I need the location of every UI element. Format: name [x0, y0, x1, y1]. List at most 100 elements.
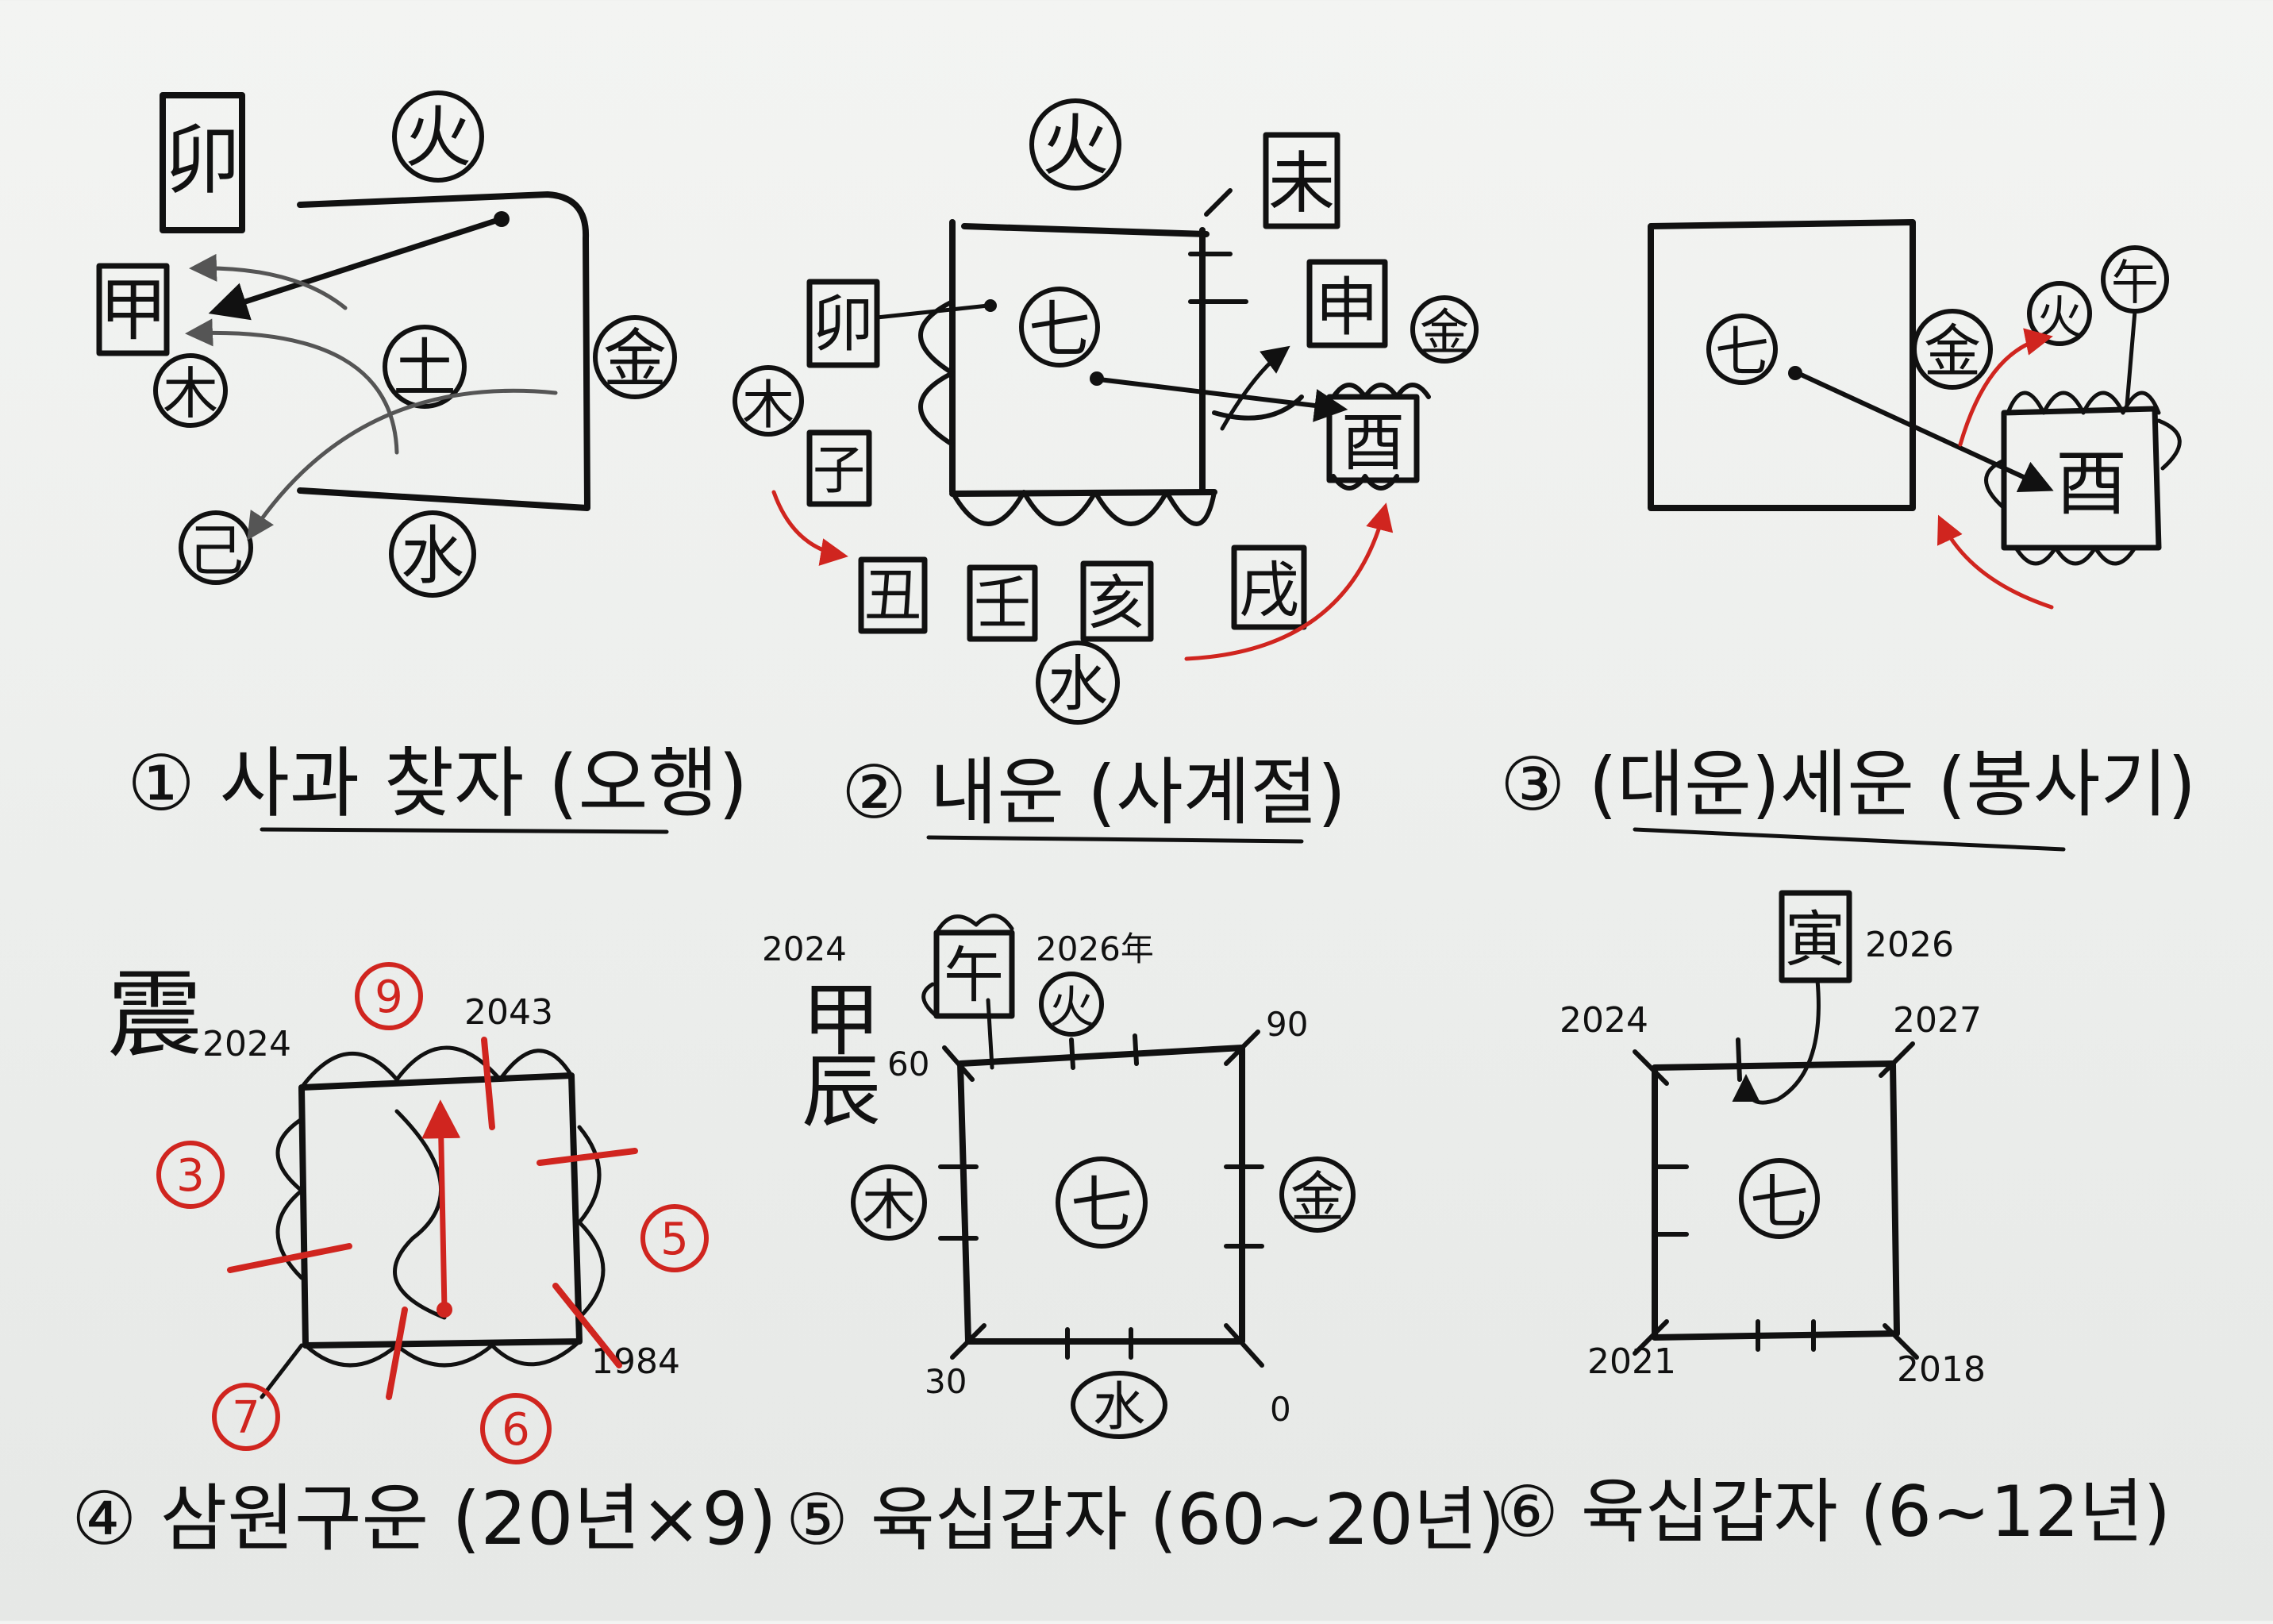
p1-bottom-circle	[179, 510, 253, 585]
p3-center-circle	[1706, 314, 1778, 385]
p2-boxed-lb-label: 子	[813, 440, 865, 501]
p4-n6: 6	[502, 1404, 530, 1456]
p1-boxed-top	[160, 92, 245, 233]
p2-arrow-center	[1097, 377, 1348, 422]
p5-wood-circle	[851, 1164, 927, 1241]
p5-corner-30: 30	[925, 1362, 967, 1401]
p5-boxed-top-label: 午	[944, 940, 1004, 1010]
p2-bottom2-label: 壬	[974, 570, 1031, 637]
p3-square	[1648, 219, 1916, 511]
caption-1: ① 사과 찾자 (오행)	[127, 739, 748, 828]
p1-bottom-label: 己	[188, 518, 244, 583]
p5-corner-0: 0	[1270, 1390, 1291, 1429]
p2-metal-circle	[1410, 295, 1479, 364]
p2-wood-circle	[733, 365, 804, 437]
p2-wood-label: 木	[742, 375, 794, 436]
p2-boxed-left	[806, 279, 880, 368]
p1-fire-circle	[392, 90, 484, 183]
p5-center-label: 七	[1071, 1170, 1133, 1241]
p2-boxed-rb-label: 酉	[1341, 406, 1405, 479]
p4-n7: 7	[232, 1392, 260, 1444]
p2-boxed-lb	[806, 429, 872, 507]
p2-red-arrow-left	[771, 490, 848, 566]
p4-n5-circle	[640, 1204, 709, 1272]
p5-wood-label: 木	[862, 1175, 916, 1237]
p2-ticks	[1188, 188, 1304, 421]
p3-fire-stem	[2125, 309, 2137, 407]
p5-boxed-scallops	[921, 914, 1014, 1018]
p2-boxed-tr	[1263, 132, 1340, 229]
p4-year-tl: 2024	[202, 1024, 291, 1064]
p3-red-arrow-up	[1958, 328, 2053, 447]
panel-1: 卯 火 土 金 水 甲 木 己	[96, 90, 677, 598]
p2-boxed-left-label: 卯	[812, 289, 874, 360]
p5-year-left: 2024	[762, 929, 847, 968]
p5-fire-circle	[1039, 972, 1104, 1037]
p4-n5: 5	[660, 1214, 689, 1265]
p2-boxed-tr-label: 未	[1268, 144, 1335, 222]
caption-5: ⑤ 육십갑자 (60~20년)	[786, 1479, 1505, 1561]
p1-wood-circle	[153, 353, 228, 428]
caption-3: ③ (대운)세운 (봉사기)	[1500, 742, 2196, 827]
p2-boxed-right-label: 申	[1315, 271, 1379, 344]
caption-2-underline	[926, 835, 1304, 844]
p2-bottom1-label: 丑	[864, 562, 921, 629]
p2-scallops-bottom	[950, 490, 1217, 526]
p4-n3-circle	[156, 1141, 225, 1209]
p1-water-label: 水	[401, 519, 464, 593]
p2-fire-label: 火	[1042, 106, 1109, 184]
p2-rb-scallops	[1331, 383, 1431, 491]
p2-bottom3-box	[1080, 560, 1154, 642]
p3-west-label: 酉	[2056, 442, 2127, 525]
p2-fire-circle	[1029, 98, 1121, 190]
caption-2: ② 내운 (사계절)	[841, 750, 1346, 835]
p1-metal-circle	[593, 315, 677, 399]
panel-5: 2024 2026年 午 火 甲 辰 60 90 30 0 木 七 金 水	[762, 914, 1356, 1439]
p5-corner-60: 60	[887, 1045, 929, 1083]
p6-year-bl: 2021	[1587, 1341, 1676, 1382]
p1-dot-1	[494, 211, 510, 227]
p1-earth-label: 土	[393, 332, 456, 406]
p4-red-dot	[437, 1302, 452, 1318]
p2-bottom4-label: 戌	[1239, 555, 1299, 625]
p3-west-scallops	[1984, 391, 2182, 566]
p1-earth-circle	[383, 325, 467, 409]
p1-arrow-3	[185, 318, 399, 455]
p5-metal-label: 金	[1290, 1167, 1344, 1230]
p4-n9-circle	[355, 962, 423, 1030]
p5-boxed-stem	[986, 998, 994, 1070]
caption-1-underline	[260, 827, 669, 834]
p2-left-dot	[984, 299, 997, 312]
p1-metal-label: 金	[603, 322, 667, 396]
p2-water-label: 水	[1048, 648, 1108, 719]
p1-boxed-left	[96, 263, 170, 356]
p5-metal-circle	[1279, 1156, 1356, 1233]
p6-center-circle	[1739, 1158, 1820, 1239]
p5-year-right: 2026年	[1036, 929, 1154, 968]
p1-arrow-4	[247, 388, 558, 541]
p1-wood-label: 木	[163, 361, 218, 426]
p5-ticks	[938, 1029, 1264, 1368]
p2-center-circle	[1019, 287, 1100, 368]
p3-boxed-fire-label: 午	[2111, 256, 2159, 311]
p2-left-line	[875, 303, 990, 320]
p5-boxed-top	[933, 929, 1015, 1019]
p5-water-circle	[1071, 1371, 1167, 1439]
p4-red-arrow	[421, 1099, 461, 1313]
panel-3: 七 金 火 午 酉	[1648, 219, 2182, 610]
p4-n7-circle	[212, 1383, 280, 1451]
p5-center-circle	[1056, 1156, 1148, 1249]
p2-center-dot	[1090, 371, 1104, 386]
p5-hanzi-1: 甲	[802, 974, 881, 1067]
p6-ticks	[1633, 1037, 1919, 1360]
p3-west-square	[2001, 406, 2162, 551]
p3-arrow	[1795, 371, 2054, 493]
panel-4: 震 2024 2043 1984 9 3 5 7 6	[107, 960, 709, 1464]
p2-metal-label: 金	[1420, 303, 1469, 361]
p1-fire-label: 火	[405, 98, 471, 176]
caption-6: ⑥ 육십갑자 (6~12년)	[1496, 1471, 2171, 1553]
p3-red-arrow-bottom	[1936, 514, 2054, 610]
p6-arrow	[1732, 978, 1821, 1105]
caption-3-underline	[1633, 827, 2066, 852]
p2-bottom3-label: 亥	[1087, 569, 1146, 637]
